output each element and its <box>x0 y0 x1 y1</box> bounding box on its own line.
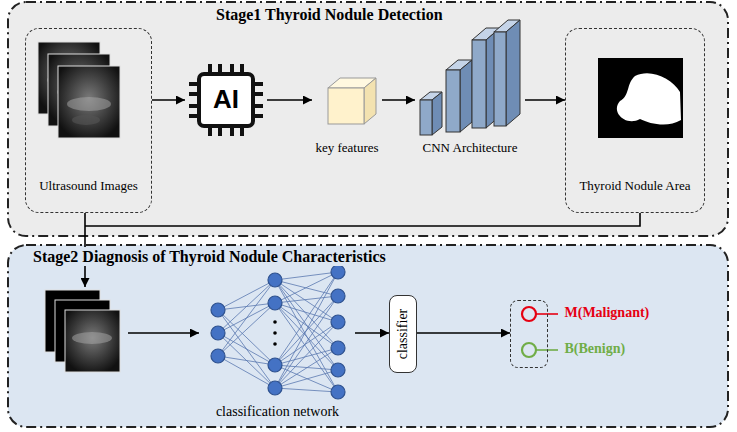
flow-arrow <box>417 332 510 334</box>
nodule-mask <box>598 58 683 138</box>
cnn-layers <box>420 20 520 135</box>
flow-arrow <box>267 99 312 101</box>
feature-cube <box>328 78 376 124</box>
network-block: classification network <box>200 265 355 423</box>
node-label: Thyroid Nodule Area <box>579 178 690 194</box>
network-graph <box>211 265 345 399</box>
node-label: classification network <box>216 404 339 421</box>
chip-icon <box>189 64 263 136</box>
stage-ground <box>8 2 728 236</box>
node-label: CNN Architecture <box>423 140 518 156</box>
stage-band: Stage2 Diagnosis of Thyroid Nodule Chara… <box>8 245 728 427</box>
ultrasound-stack <box>38 42 120 138</box>
ai-chip: AI <box>185 62 267 138</box>
flow-arrow <box>525 99 565 101</box>
flow-arrow <box>355 332 389 334</box>
node-label: key features <box>315 140 378 156</box>
node-label: Ultrasound Images <box>39 178 138 194</box>
stage-title: Stage2 Diagnosis of Thyroid Nodule Chara… <box>30 247 389 266</box>
flow-arrow <box>152 99 185 101</box>
output-box: M(Malignant)B(Benign) <box>510 300 548 368</box>
stage-title: Stage1 Thyroid Nodule Detection <box>213 5 446 24</box>
ultrasound-stack <box>45 290 120 372</box>
flow-arrow <box>382 99 415 101</box>
stage-ground <box>8 245 728 427</box>
feature-block: key features <box>312 78 382 160</box>
class-label: B(Benign) <box>565 341 626 358</box>
node-label: classifier <box>395 309 412 360</box>
output-markers <box>522 307 558 357</box>
image-panel: Thyroid Nodule Area <box>565 28 705 213</box>
classifier-box: classifier <box>389 295 417 373</box>
stage-band: Stage1 Thyroid Nodule DetectionUltrasoun… <box>8 2 728 236</box>
class-label: M(Malignant) <box>565 305 650 322</box>
node-label: AI <box>213 84 239 115</box>
image-panel: Ultrasound Images <box>25 28 152 213</box>
cnn-block: CNN Architecture <box>415 20 525 160</box>
flow-arrow <box>128 332 199 334</box>
